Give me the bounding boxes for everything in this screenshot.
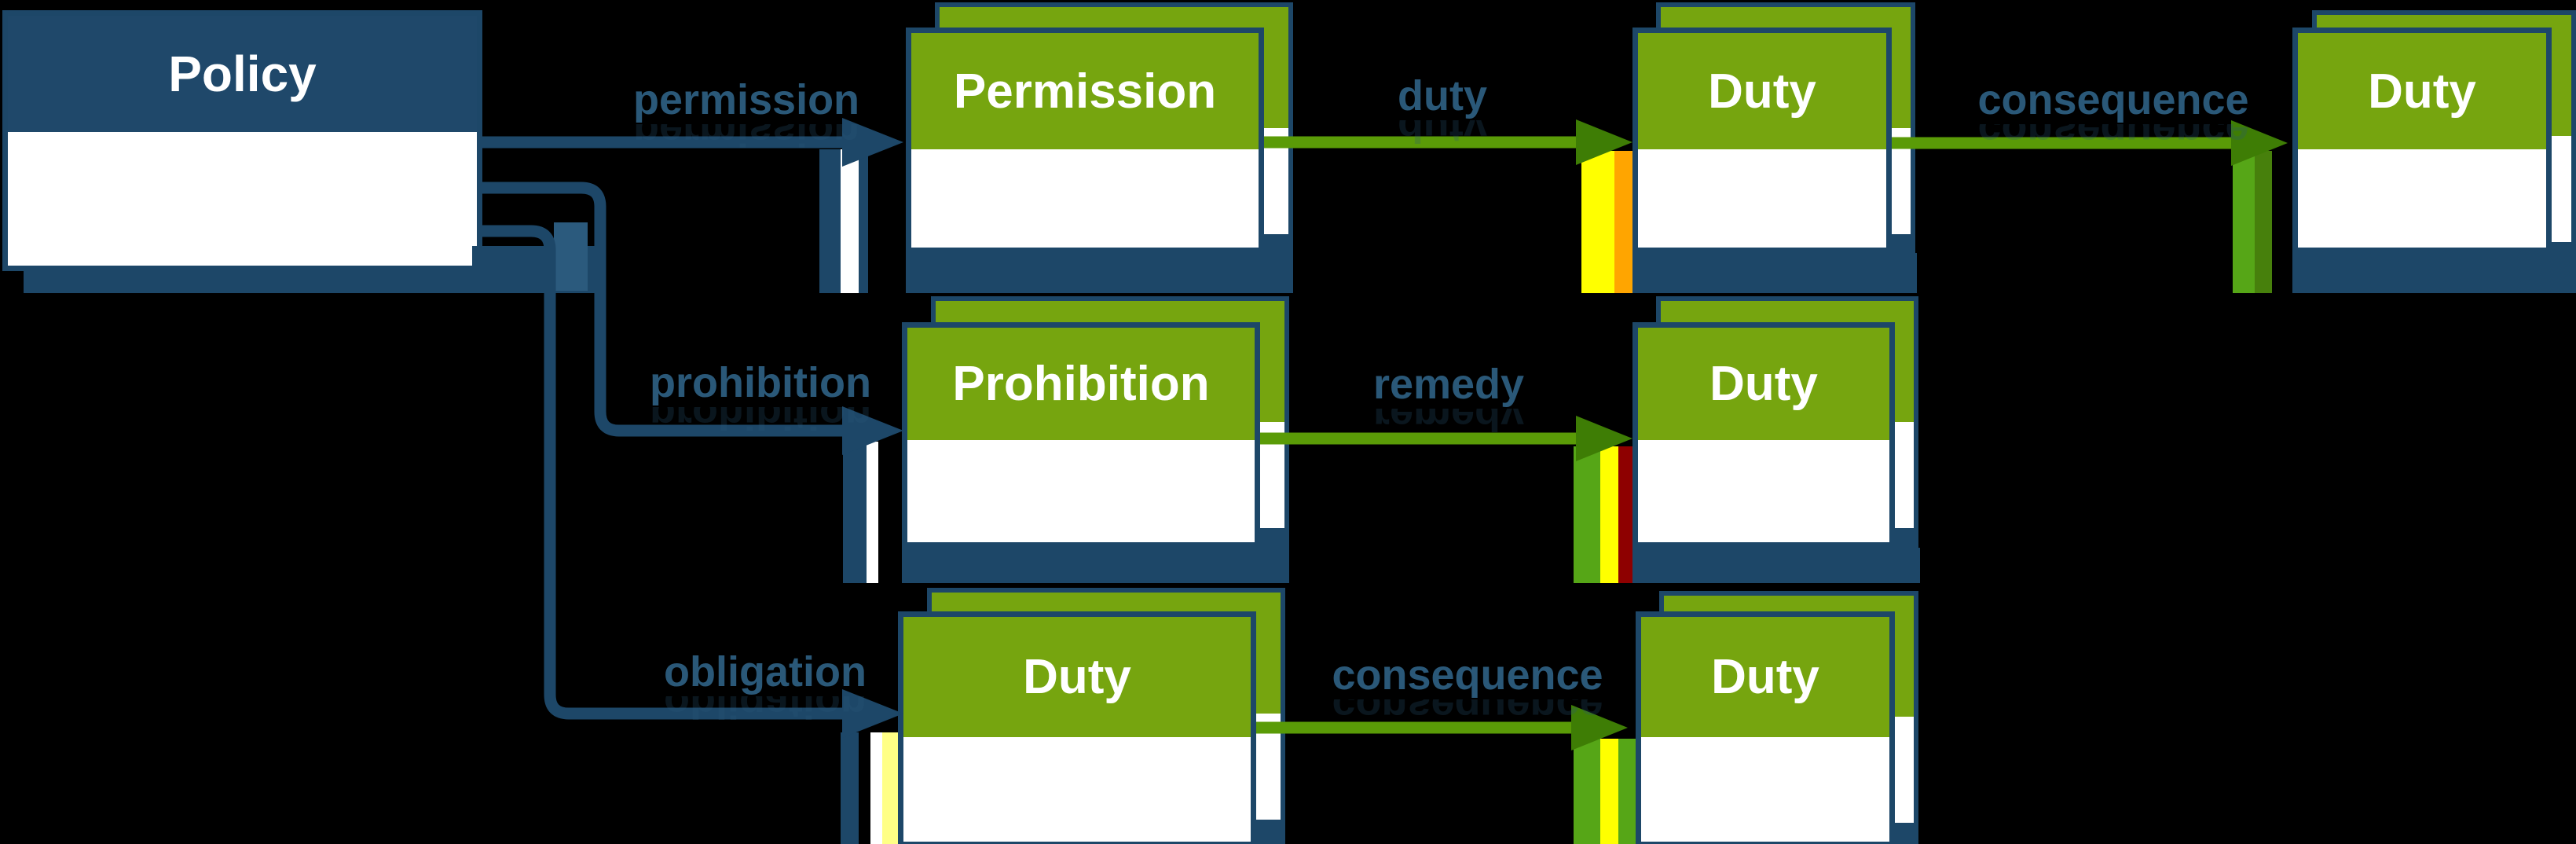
duty-bottom-left-stack-stripe-navy — [841, 732, 859, 844]
duty-bottom-right-body — [1641, 737, 1889, 842]
duty-bottom-right-stack-stripe-yellow — [1600, 739, 1618, 844]
policy-shadow — [24, 271, 503, 293]
prohibition-arrowhead-icon — [842, 406, 903, 455]
duty-top-front-card: Duty — [1632, 28, 1892, 253]
duty-arrowhead-icon — [1576, 119, 1632, 165]
prohibition-title: Prohibition — [952, 357, 1210, 411]
consequence-bottom-label-reflection: consequence — [1332, 699, 1603, 728]
prohibition-connector-line — [482, 182, 842, 437]
consequence-top-relation-label: consequence consequence — [1977, 76, 2249, 152]
obligation-label-reflection: obligation — [664, 696, 867, 725]
policy-header: Policy — [8, 16, 477, 132]
duty-bottom-left-header: Duty — [903, 617, 1251, 737]
prohibition-stack-stripe-navy — [843, 442, 867, 583]
duty-middle-body — [1638, 440, 1889, 542]
duty-bottom-right-stack-stripe-green-2 — [1618, 739, 1636, 844]
duty-right-header: Duty — [2298, 33, 2546, 149]
duty-bottom-left-stack-stripe-paleyellow — [882, 732, 898, 844]
duty-right-base-band — [2292, 253, 2576, 293]
permission-stack-stripe-navy — [819, 149, 841, 293]
duty-top-base-band — [1632, 253, 1917, 293]
duty-bottom-left-title: Duty — [1023, 650, 1131, 704]
prohibition-header: Prohibition — [907, 328, 1255, 440]
duty-right-stack-stripe-darkgreen — [2255, 151, 2272, 293]
duty-bottom-right-title: Duty — [1711, 650, 1819, 704]
duty-middle-header: Duty — [1638, 328, 1889, 440]
consequence-bottom-relation-label: consequence consequence — [1332, 651, 1603, 728]
duty-middle-stack-stripe-green — [1574, 446, 1600, 583]
duty-top-title: Duty — [1708, 64, 1816, 119]
duty-middle-front-card: Duty — [1632, 322, 1895, 548]
consequence-top-label-reflection: consequence — [1977, 124, 2249, 152]
duty-bottom-left-front-card: Duty — [898, 611, 1256, 844]
permission-arrowhead-icon — [842, 118, 903, 167]
permission-stack-stripe-navy-2 — [859, 149, 868, 293]
remedy-arrowhead-icon — [1576, 416, 1632, 461]
prohibition-relation-label: prohibition prohibition — [650, 359, 871, 435]
duty-top-body — [1638, 149, 1886, 248]
duty-right-front-card: Duty — [2292, 28, 2552, 253]
duty-middle-title: Duty — [1709, 357, 1818, 411]
duty-bottom-right-stack-stripe-green — [1574, 739, 1600, 844]
permission-base-band — [906, 253, 1293, 293]
duty-top-stack-stripe-orange — [1614, 151, 1632, 293]
duty-middle-stack-stripe-darkred — [1618, 446, 1632, 583]
prohibition-base-band — [902, 548, 1289, 583]
policy-body — [8, 132, 477, 266]
duty-right-stack-stripe-green — [2233, 151, 2255, 293]
permission-body — [911, 149, 1259, 248]
permission-stack-stripe-white — [841, 149, 859, 293]
duty-relation-label: duty duty — [1398, 72, 1487, 149]
prohibition-body — [907, 440, 1255, 542]
obligation-arrowhead-icon — [842, 689, 903, 738]
duty-middle-base-band — [1632, 548, 1920, 583]
permission-header: Permission — [911, 33, 1259, 149]
consequence-bottom-arrowhead-icon — [1571, 705, 1628, 750]
duty-right-title: Duty — [2368, 64, 2476, 119]
duty-label-reflection: duty — [1398, 120, 1487, 149]
duty-top-header: Duty — [1638, 33, 1886, 149]
permission-relation-label: permission permission — [632, 76, 860, 152]
obligation-relation-label: obligation obligation — [664, 648, 867, 725]
prohibition-stack-stripe-white — [867, 442, 878, 583]
duty-bottom-left-body — [903, 737, 1251, 842]
remedy-relation-label: remedy remedy — [1372, 361, 1525, 437]
duty-bottom-right-header: Duty — [1641, 617, 1889, 737]
duty-bottom-left-stack-stripe-white — [870, 732, 882, 844]
duty-right-body — [2298, 149, 2546, 248]
obligation-connector-line — [482, 225, 842, 720]
policy-title: Policy — [168, 46, 317, 102]
policy-node: Policy — [2, 10, 482, 271]
duty-top-stack-stripe-yellow — [1581, 151, 1614, 293]
prohibition-front-card: Prohibition — [902, 322, 1260, 548]
duty-middle-stack-stripe-yellow — [1600, 446, 1618, 583]
permission-title: Permission — [953, 64, 1217, 119]
remedy-label-reflection: remedy — [1372, 409, 1525, 437]
duty-bottom-right-front-card: Duty — [1636, 611, 1895, 844]
prohibition-label-reflection: prohibition — [650, 407, 871, 435]
consequence-top-arrowhead-icon — [2231, 120, 2288, 166]
permission-front-card: Permission — [906, 28, 1264, 253]
connector-junction-highlight — [554, 222, 588, 291]
permission-label-reflection: permission — [632, 124, 860, 152]
